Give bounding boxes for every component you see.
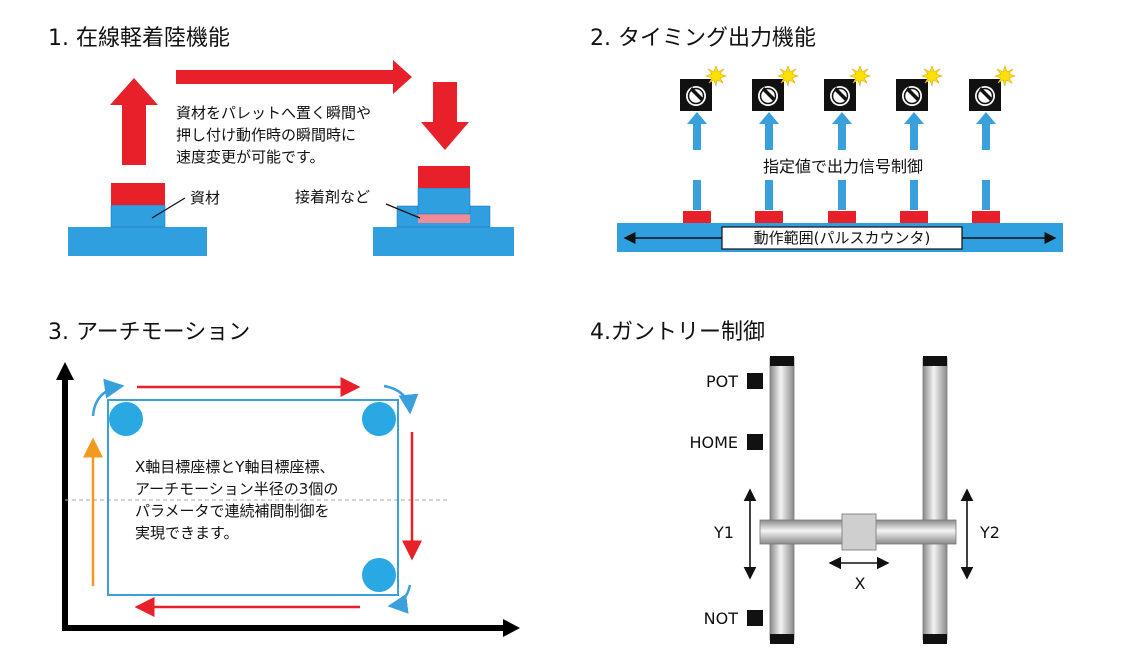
label-material: 資材	[190, 189, 220, 207]
carriage	[841, 513, 877, 551]
output-marker	[972, 211, 1000, 223]
flash-icon	[705, 65, 727, 87]
up-arrow	[110, 78, 158, 165]
pillar-left	[769, 357, 795, 641]
p3-desc-line3: パラメータで連続補間制御を	[135, 502, 330, 520]
p1-desc-line2: 押し付け動作時の瞬間時に	[176, 126, 356, 144]
label-not: NOT	[704, 609, 739, 628]
p3-desc-line1: X軸目標座標とY軸目標座標、	[135, 458, 334, 476]
flash-icon	[921, 65, 943, 87]
motion-path	[107, 399, 399, 596]
output-marker	[683, 211, 711, 223]
sensor-not	[747, 610, 763, 626]
arc-corner	[109, 402, 143, 436]
range-label: 動作範囲(パルスカウンタ)	[754, 229, 931, 247]
p3-desc-line2: アーチモーション半径の3個の	[135, 480, 338, 498]
p1-desc-line3: 速度変更が可能です。	[176, 148, 325, 166]
panel1-diagram: 資材 接着剤など 資材をパレットへ置く瞬間や 押し付け動作時の瞬間時に 速度変更…	[68, 60, 514, 256]
p3-desc-line4: 実現できます。	[135, 524, 239, 542]
right-arrow	[176, 60, 412, 94]
panel3-diagram: X軸目標座標とY軸目標座標、 アーチモーション半径の3個の パラメータで連続補間…	[56, 362, 520, 637]
camera-icon	[679, 78, 713, 112]
label-y2: Y2	[979, 523, 1000, 542]
sensor-pot	[747, 373, 763, 389]
camera-icon	[751, 78, 785, 112]
panel4-title: 4.ガントリー制御	[590, 320, 765, 345]
signal-arrow	[832, 112, 852, 210]
panel4-diagram: POT HOME NOT Y1 Y2 X	[689, 356, 1000, 644]
arc-corner	[362, 402, 396, 436]
signal-arrow	[904, 112, 924, 210]
arc-corner	[362, 558, 396, 592]
p1-desc-line1: 資材をパレットへ置く瞬間や	[176, 104, 371, 122]
flash-icon	[777, 65, 799, 87]
camera-icon	[968, 78, 1002, 112]
signal-label: 指定値で出力信号制御	[763, 157, 923, 176]
base-plate-left	[68, 227, 207, 256]
camera-icon	[823, 78, 857, 112]
output-marker	[900, 211, 928, 223]
material-red-left	[111, 183, 165, 205]
panel3-title: 3. アーチモーション	[48, 320, 251, 345]
down-arrow	[421, 82, 469, 150]
signal-arrow	[687, 112, 707, 210]
signal-arrow	[976, 112, 996, 210]
camera-icon	[895, 78, 929, 112]
material-blue-right	[417, 187, 471, 215]
pillar-right	[922, 357, 948, 641]
panel2-title: 2. タイミング出力機能	[590, 26, 816, 51]
label-x: X	[855, 574, 866, 593]
panel2-diagram: 動作範囲(パルスカウンタ) 指定値で出力信号制御	[617, 65, 1063, 252]
material-blue-left	[110, 204, 166, 228]
label-home: HOME	[689, 433, 738, 452]
output-marker	[755, 211, 783, 223]
flash-icon	[994, 65, 1016, 87]
panel1-title: 1. 在線軽着陸機能	[48, 26, 230, 51]
adhesive	[418, 214, 470, 223]
signal-arrow	[759, 112, 779, 210]
label-adhesive: 接着剤など	[295, 188, 370, 206]
sensor-home	[747, 434, 763, 450]
label-pot: POT	[706, 372, 738, 391]
flash-icon	[849, 65, 871, 87]
material-red-right	[418, 166, 470, 188]
base-plate-right	[373, 227, 514, 256]
output-marker	[828, 211, 856, 223]
label-y1: Y1	[713, 523, 734, 542]
